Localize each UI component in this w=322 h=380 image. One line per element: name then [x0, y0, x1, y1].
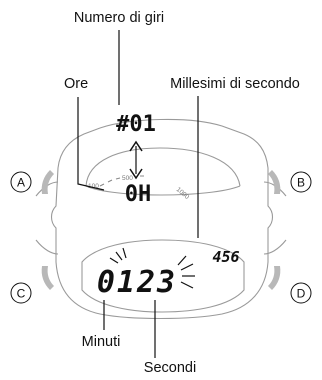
button-pad-d[interactable]: [268, 266, 281, 290]
button-b-marker[interactable]: B: [290, 171, 312, 193]
blink-rays-right: [177, 255, 195, 289]
blink-rays-left: [109, 247, 127, 264]
button-c-marker[interactable]: C: [10, 282, 32, 304]
lcd-lap-number: #01: [116, 112, 156, 137]
double-arrow: [129, 140, 143, 180]
button-pad-c[interactable]: [41, 266, 54, 290]
button-d-letter: D: [297, 287, 306, 301]
button-d-marker[interactable]: D: [290, 282, 312, 304]
lcd-minutes-seconds: 0123: [97, 265, 177, 300]
lcd-thousandths: 456: [212, 248, 239, 266]
scale-label-left: 100: [88, 183, 99, 190]
scale-label-right: 1000: [175, 186, 191, 201]
leader-hours: [77, 97, 105, 191]
lcd-hours: 0H: [125, 182, 152, 207]
button-a-marker[interactable]: A: [10, 171, 32, 193]
label-lap-number: Numero di giri: [74, 10, 164, 26]
label-seconds: Secondi: [144, 360, 196, 376]
button-pad-b[interactable]: [268, 170, 281, 194]
label-hours: Ore: [64, 76, 88, 92]
button-pads: [41, 170, 281, 290]
button-a-letter: A: [17, 176, 25, 190]
button-b-letter: B: [297, 176, 305, 190]
label-thousandths: Millesimi di secondo: [170, 76, 300, 92]
scale-label-middle: 500: [122, 175, 133, 182]
button-c-letter: C: [17, 287, 26, 301]
label-minutes: Minuti: [82, 334, 121, 350]
button-pad-a[interactable]: [41, 170, 54, 194]
watch-case-outline: [35, 118, 287, 320]
